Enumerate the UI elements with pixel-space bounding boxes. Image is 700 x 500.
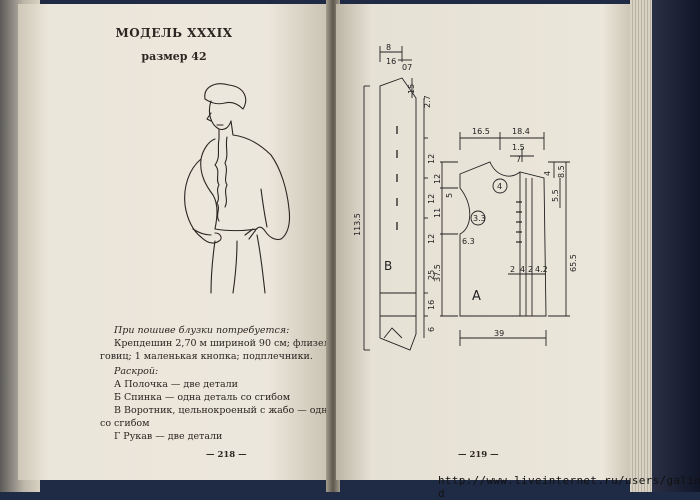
pattern-piece-label: А [472,289,481,304]
pattern-label: 16 [386,57,396,66]
pattern-label: 12 [433,174,442,184]
right-page: — 219 — [336,4,632,480]
pattern-label: 8.5 [557,165,566,178]
pattern-label: 8 [386,43,391,52]
pattern-label: 15 [407,84,416,94]
cutting-heading: Раскрой: [114,366,159,377]
left-page: МОДЕЛЬ XXXIX размер 42 При пошиве [18,4,373,480]
watermark-url: http://www.liveinternet.ru/users/galina-… [438,474,700,500]
pattern-label: 11 [433,208,442,218]
pattern-piece-label: В [384,259,392,273]
pattern-label: 4.2 [535,265,548,274]
piece-item: Г Рукав — две детали [114,431,223,442]
pattern-label: 39 [494,329,504,338]
pattern-label: 2 [528,265,533,274]
desk-background-right [652,0,700,492]
pattern-label: 4 [497,182,502,191]
pattern-label: 1.5 [512,143,525,152]
pattern-label: 65.5 [569,254,578,272]
pattern-label: 4 [543,171,552,176]
pattern-label: 4 [520,265,525,274]
pattern-label: 16.5 [472,127,490,136]
pattern-label: 12 [427,194,436,204]
pattern-label: 5.5 [551,189,560,202]
page-number: — 219 — [458,450,499,460]
pattern-label: 2.7 [423,95,432,108]
page-stack-edge [630,0,652,492]
pattern-label: 12 [427,234,436,244]
pattern-label: 37.5 [433,264,442,282]
pattern-label: 16 [427,300,436,310]
piece-item: В Воротник, цельнокроеный с жабо — одна … [114,405,370,416]
pattern-labels: 8 16 07 15 2.7 12 12 12 113.5 В 25 16 6 … [353,43,578,338]
blouse-illustration [184,83,291,294]
pattern-label: 12 [427,154,436,164]
pattern-label: 25 [427,270,436,280]
pattern-label: 18.4 [512,127,530,136]
materials-line: говиц; 1 маленькая кнопка; подплечники. [100,351,313,362]
piece-item: А Полочка — две детали [114,379,238,390]
materials-line: Крепдешин 2,70 м шириной 90 см; флизелин… [114,338,373,349]
materials-heading: При пошиве блузки потребуется: [114,325,290,336]
pattern-label: 6.3 [462,237,475,246]
pattern-label: 2 [510,265,515,274]
pattern-label: 3.3 [473,214,486,223]
pattern-drawing: 8 16 07 15 2.7 12 12 12 113.5 В 25 16 6 … [353,43,578,351]
piece-item: Б Спинка — одна деталь со сгибом [114,392,291,403]
pattern-label: 113.5 [353,213,362,236]
pattern-label: 6 [427,327,436,332]
page-number: — 218 — [206,450,247,460]
size-label: размер 42 [141,50,207,63]
pattern-label: 5 [445,193,454,198]
pattern-label: 7 [516,155,521,164]
pattern-label: 07 [402,63,412,72]
model-title: МОДЕЛЬ XXXIX [115,26,233,40]
materials-and-cutting: При пошиве блузки потребуется: Крепдешин… [100,324,373,443]
piece-item: со сгибом [100,418,150,429]
